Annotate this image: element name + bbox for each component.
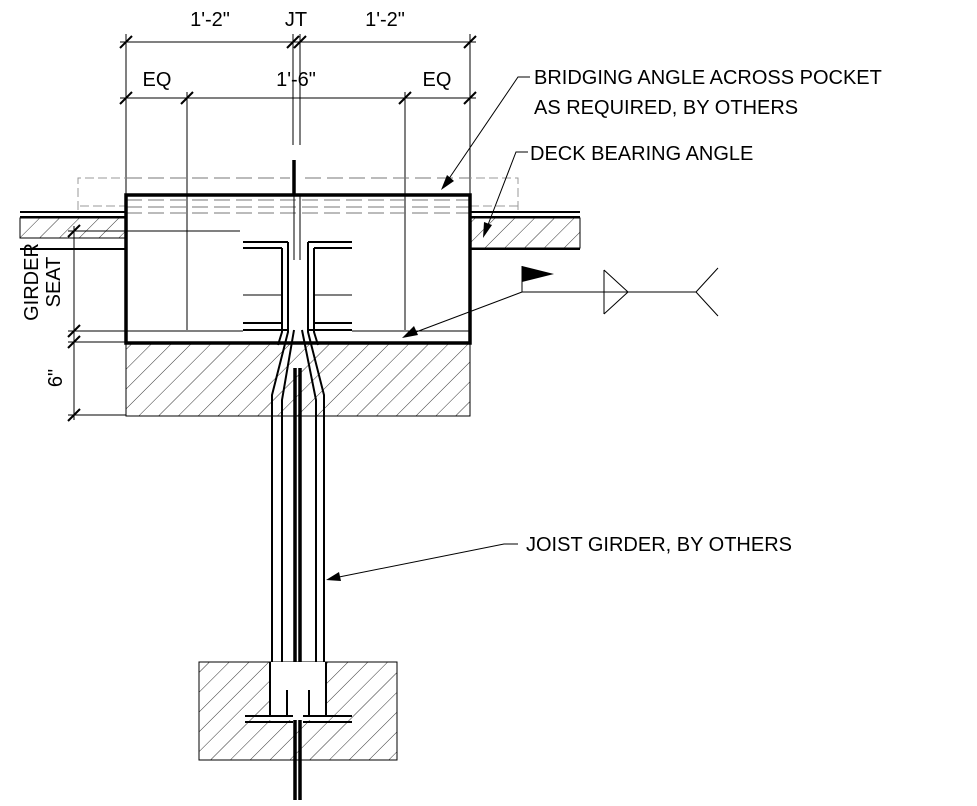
right-span-dimension: 1'-2": [365, 9, 405, 31]
bearing-plate: [125, 342, 471, 417]
dimension-lines: [119, 34, 477, 330]
joint-dimension: JT: [285, 9, 307, 31]
left-span-dimension: 1'-2": [190, 9, 230, 31]
joist-girder-leader: [326, 543, 518, 581]
right-eq-dimension: EQ: [423, 69, 452, 91]
girder-seat-angles: [243, 241, 352, 332]
left-eq-dimension: EQ: [143, 69, 172, 91]
pocket-width-dimension: 1'-6": [276, 69, 316, 91]
girder-seat-label-line2: SEAT: [43, 257, 65, 308]
deck-bearing-outline: [77, 177, 519, 214]
joist-girder-callout: JOIST GIRDER, BY OTHERS: [526, 534, 792, 556]
deck-bearing-angle-leader: [483, 151, 528, 238]
bottom-bearing-block: [198, 661, 398, 761]
bridging-plate: [292, 160, 301, 260]
bridging-angle-callout-line1: BRIDGING ANGLE ACROSS POCKET: [534, 67, 882, 89]
deck-bearing-angle-callout: DECK BEARING ANGLE: [530, 143, 753, 165]
bridging-angle-leader: [441, 76, 530, 190]
bridging-angle-callout-line2: AS REQUIRED, BY OTHERS: [534, 97, 798, 119]
girder-seat-label-line1: GIRDER: [21, 243, 43, 321]
bearing-depth-dimension: 6": [45, 369, 67, 387]
weld-symbol: [402, 266, 719, 338]
